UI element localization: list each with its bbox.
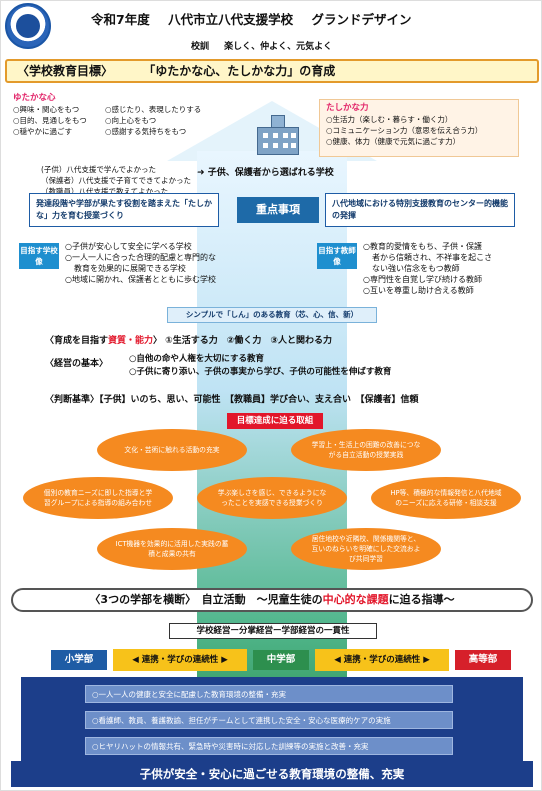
- arrow-right-icon: ▶: [420, 655, 430, 665]
- effort-oval: 個別の教育ニーズに即した指導と学習グループによる指導の組み合わせ: [23, 477, 173, 519]
- firm-power-box: たしかな力 ○生活力（楽しむ・暮らす・働く力） ○コミュニケーション力（意思を伝…: [319, 99, 519, 157]
- ideal-teacher-tag: 目指す教師像: [317, 243, 357, 269]
- firm-power-item: ○コミュニケーション力（意思を伝え合う力）: [326, 126, 483, 135]
- ideal-teacher-item: ○互いを尊重し助け合える教師: [363, 286, 474, 295]
- design-label: グランドデザイン: [311, 12, 412, 27]
- firm-power-item: ○生活力（楽しむ・暮らす・働く力）: [326, 115, 453, 124]
- page-title: 令和7年度 八代市立八代支援学校 グランドデザイン: [91, 9, 531, 28]
- effort-oval: HP等、積極的な情報発信と八代地域のニーズに応える研修・相談支援: [371, 477, 521, 519]
- senior-dept: 高等部: [455, 650, 511, 670]
- efforts-title: 目標達成に迫る取組: [227, 413, 323, 429]
- ideal-school-item: ○一人一人に合った合理的配慮と専門的な: [65, 253, 216, 262]
- effort-oval: 学ぶ楽しさを感じ、できるようになったことを実感できる授業づくり: [197, 477, 347, 519]
- priority-label: 重点事項: [237, 197, 319, 223]
- firm-power-item: ○健康、体力（健康で元気に過ごす力）: [326, 137, 461, 146]
- judgement-criteria: 〈判断基準〉【子供】いのち、思い、可能性 【教職員】学び合い、支え合い 【保護者…: [45, 395, 419, 405]
- goal-text: 「ゆたかな心、たしかな力」の育成: [143, 64, 336, 78]
- ideal-school-tag: 目指す学校像: [19, 243, 59, 269]
- basics-item: ○子供に寄り添い、子供の事実から学び、子供の可能性を伸ばす教育: [129, 367, 392, 377]
- ideal-teacher-item: ない強い信念をもつ教師: [372, 264, 460, 273]
- effort-oval: 学習上・生活上の困難の改善につながる自立活動の授業実践: [291, 429, 441, 471]
- environment-item: ○看護師、教員、養護教諭、担任がチームとして連携した安全・安心な医療的ケアの実施: [85, 711, 453, 729]
- arrow-left-icon: ◀: [334, 655, 344, 665]
- arrow-right-icon: ➜: [197, 168, 208, 178]
- motto-text: 楽しく、仲よく、元気よく: [224, 42, 333, 52]
- ideal-teacher-item: 者から信頼され、不祥事を起こさ: [372, 253, 493, 262]
- arrow-right-icon: ▶: [218, 655, 228, 665]
- link-arrow-left: ◀ 連携・学びの連続性 ▶: [113, 649, 247, 671]
- warm-heart-item: ○興味・関心をもつ: [13, 105, 80, 114]
- ideal-school-list: ○子供が安心して安全に学べる学校 ○一人一人に合った合理的配慮と専門的な 教育を…: [65, 241, 216, 285]
- basics-label: 〈経営の基本〉: [45, 359, 109, 369]
- warm-heart-item: ○穏やかに過ごす: [13, 127, 73, 136]
- goal-label: 〈学校教育目標〉: [17, 64, 114, 78]
- arrow-left-icon: ◀: [132, 655, 142, 665]
- ideal-school-item: 教育を効果的に展開できる学校: [74, 264, 186, 273]
- environment-item: ○ヒヤリハットの情報共有、緊急時や災害時に対応した訓練等の実施と改善・充実: [85, 737, 453, 755]
- basics-item: ○自他の命や人権を大切にする教育: [129, 354, 265, 364]
- warm-heart-item: ○感謝する気持ちをもつ: [105, 127, 187, 136]
- school-building-icon: [251, 113, 305, 157]
- junior-dept: 中学部: [253, 650, 309, 670]
- firm-power-title: たしかな力: [326, 103, 369, 113]
- support-line: （教職員）八代支援で教えてよかった: [41, 187, 169, 196]
- effort-oval: ICT機器を効果的に活用した実践の蓄積と成果の共有: [97, 528, 247, 570]
- warm-heart-item: ○目的、見通しをもつ: [13, 116, 87, 125]
- warm-heart-item: ○向上心をもつ: [105, 116, 157, 125]
- cross-department-bar: 〈3つの学部を横断〉 自立活動 〜児童生徒の中心的な課題に迫る指導〜: [11, 588, 533, 612]
- year-label: 令和7年度: [91, 12, 150, 27]
- priority-left-box: 発達段階や学部が果たす役割を踏まえた「たしかな」力を育む授業づくり: [29, 193, 219, 227]
- management-consistency: 学校経営ー分掌経営ー学部経営の一貫性: [169, 623, 377, 639]
- school-logo-icon: [5, 3, 51, 49]
- environment-item: ○一人一人の健康と安全に配慮した教育環境の整備・充実: [85, 685, 453, 703]
- ideal-school-item: ○子供が安心して安全に学べる学校: [65, 242, 192, 251]
- effort-oval: 居住地校や近隣校、関係機関等と、互いのねらいを明確にした交流および共同学習: [291, 528, 441, 570]
- warm-heart-title: ゆたかな心: [13, 93, 56, 103]
- simple-education-banner: シンプルで「しん」のある教育（芯、心、信、新）: [167, 307, 377, 323]
- chosen-school-text: ➜ 子供、保護者から選ばれる学校: [197, 168, 334, 178]
- ideal-teacher-list: ○教育的愛情をもち、子供・保護 者から信頼され、不祥事を起こさ ない強い信念をも…: [363, 241, 492, 296]
- support-statements: (子供）八代支援で学んでよかった （保護者）八代支援で子育てできてよかった （教…: [41, 164, 191, 197]
- motto: 校訓 楽しく、仲よく、元気よく: [191, 39, 332, 52]
- ideal-school-item: ○地域に開かれ、保護者とともに歩む学校: [65, 275, 217, 284]
- ideal-teacher-item: ○専門性を自覚し学び続ける教師: [363, 275, 482, 284]
- motto-label: 校訓: [191, 42, 210, 52]
- environment-panel: ○一人一人の健康と安全に配慮した教育環境の整備・充実 ○看護師、教員、養護教諭、…: [21, 677, 523, 761]
- link-arrow-right: ◀ 連携・学びの連続性 ▶: [315, 649, 449, 671]
- school-name: 八代市立八代支援学校: [168, 12, 294, 27]
- support-line: （保護者）八代支援で子育てできてよかった: [41, 176, 191, 185]
- abilities-line: 〈育成を目指す資質・能力〉 ①生活する力 ②働く力 ③人と関わる力: [45, 336, 333, 346]
- effort-oval: 文化・芸術に触れる活動の充実: [97, 429, 247, 471]
- footer-banner: 子供が安全・安心に過ごせる教育環境の整備、充実: [11, 761, 533, 787]
- warm-heart-box: ゆたかな心 ○興味・関心をもつ ○感じたり、表現したりする ○目的、見通しをもつ…: [13, 93, 209, 157]
- priority-right-box: 八代地域における特別支援教育のセンター的機能の発揮: [325, 193, 515, 227]
- support-line: (子供）八代支援で学んでよかった: [41, 165, 157, 174]
- warm-heart-item: ○感じたり、表現したりする: [105, 105, 202, 114]
- elementary-dept: 小学部: [51, 650, 107, 670]
- basics-list: ○自他の命や人権を大切にする教育 ○子供に寄り添い、子供の事実から学び、子供の可…: [129, 353, 391, 379]
- school-goal-bar: 〈学校教育目標〉 「ゆたかな心、たしかな力」の育成: [5, 59, 539, 83]
- ideal-teacher-item: ○教育的愛情をもち、子供・保護: [363, 242, 482, 251]
